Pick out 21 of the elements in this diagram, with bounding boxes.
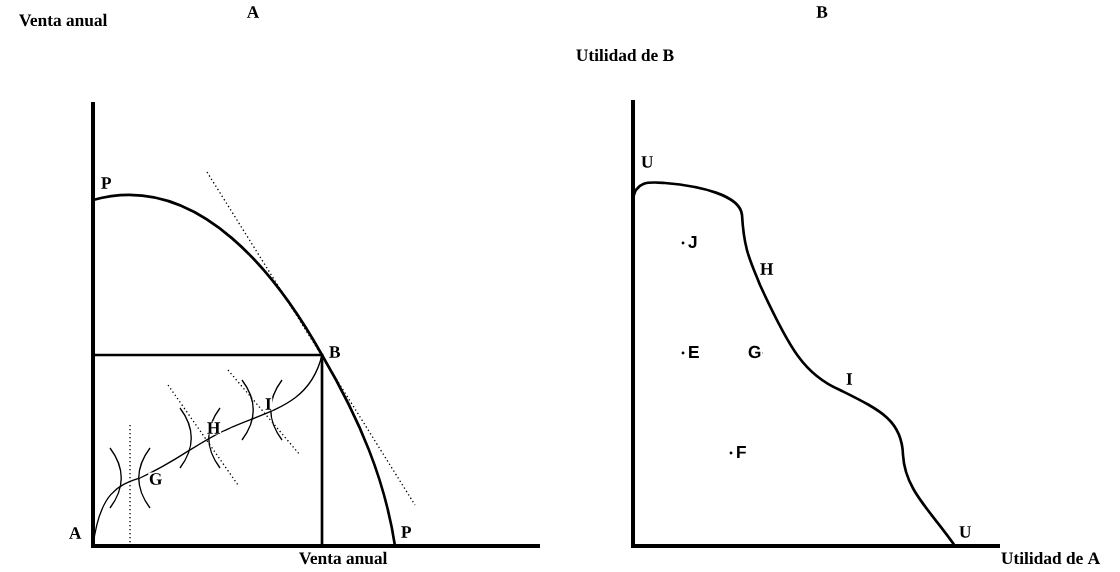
axis-label: G <box>747 345 763 359</box>
axis-label: F <box>735 445 748 459</box>
axis-label: H <box>206 421 222 435</box>
axis-label: J <box>687 235 699 249</box>
axis-label: Utilidad de B <box>575 48 675 62</box>
axis-label: A <box>246 5 260 19</box>
axis-label: Venta anual <box>18 13 109 27</box>
axis-label: Venta anual <box>298 551 389 565</box>
axis-label: P <box>400 525 413 539</box>
axis-label: G <box>148 472 164 486</box>
axis-label: H <box>759 262 775 276</box>
axis-label: U <box>958 525 973 539</box>
axis-label: B <box>328 345 342 359</box>
axis-label: I <box>264 397 273 411</box>
axis-label: I <box>845 372 854 386</box>
axis-label: U <box>640 155 655 169</box>
axis-label: B <box>815 5 829 19</box>
axis-label: E <box>687 345 701 359</box>
axis-label: A <box>68 526 83 540</box>
axis-label: Utilidad de A <box>1000 551 1101 565</box>
axis-label: P <box>100 176 113 190</box>
